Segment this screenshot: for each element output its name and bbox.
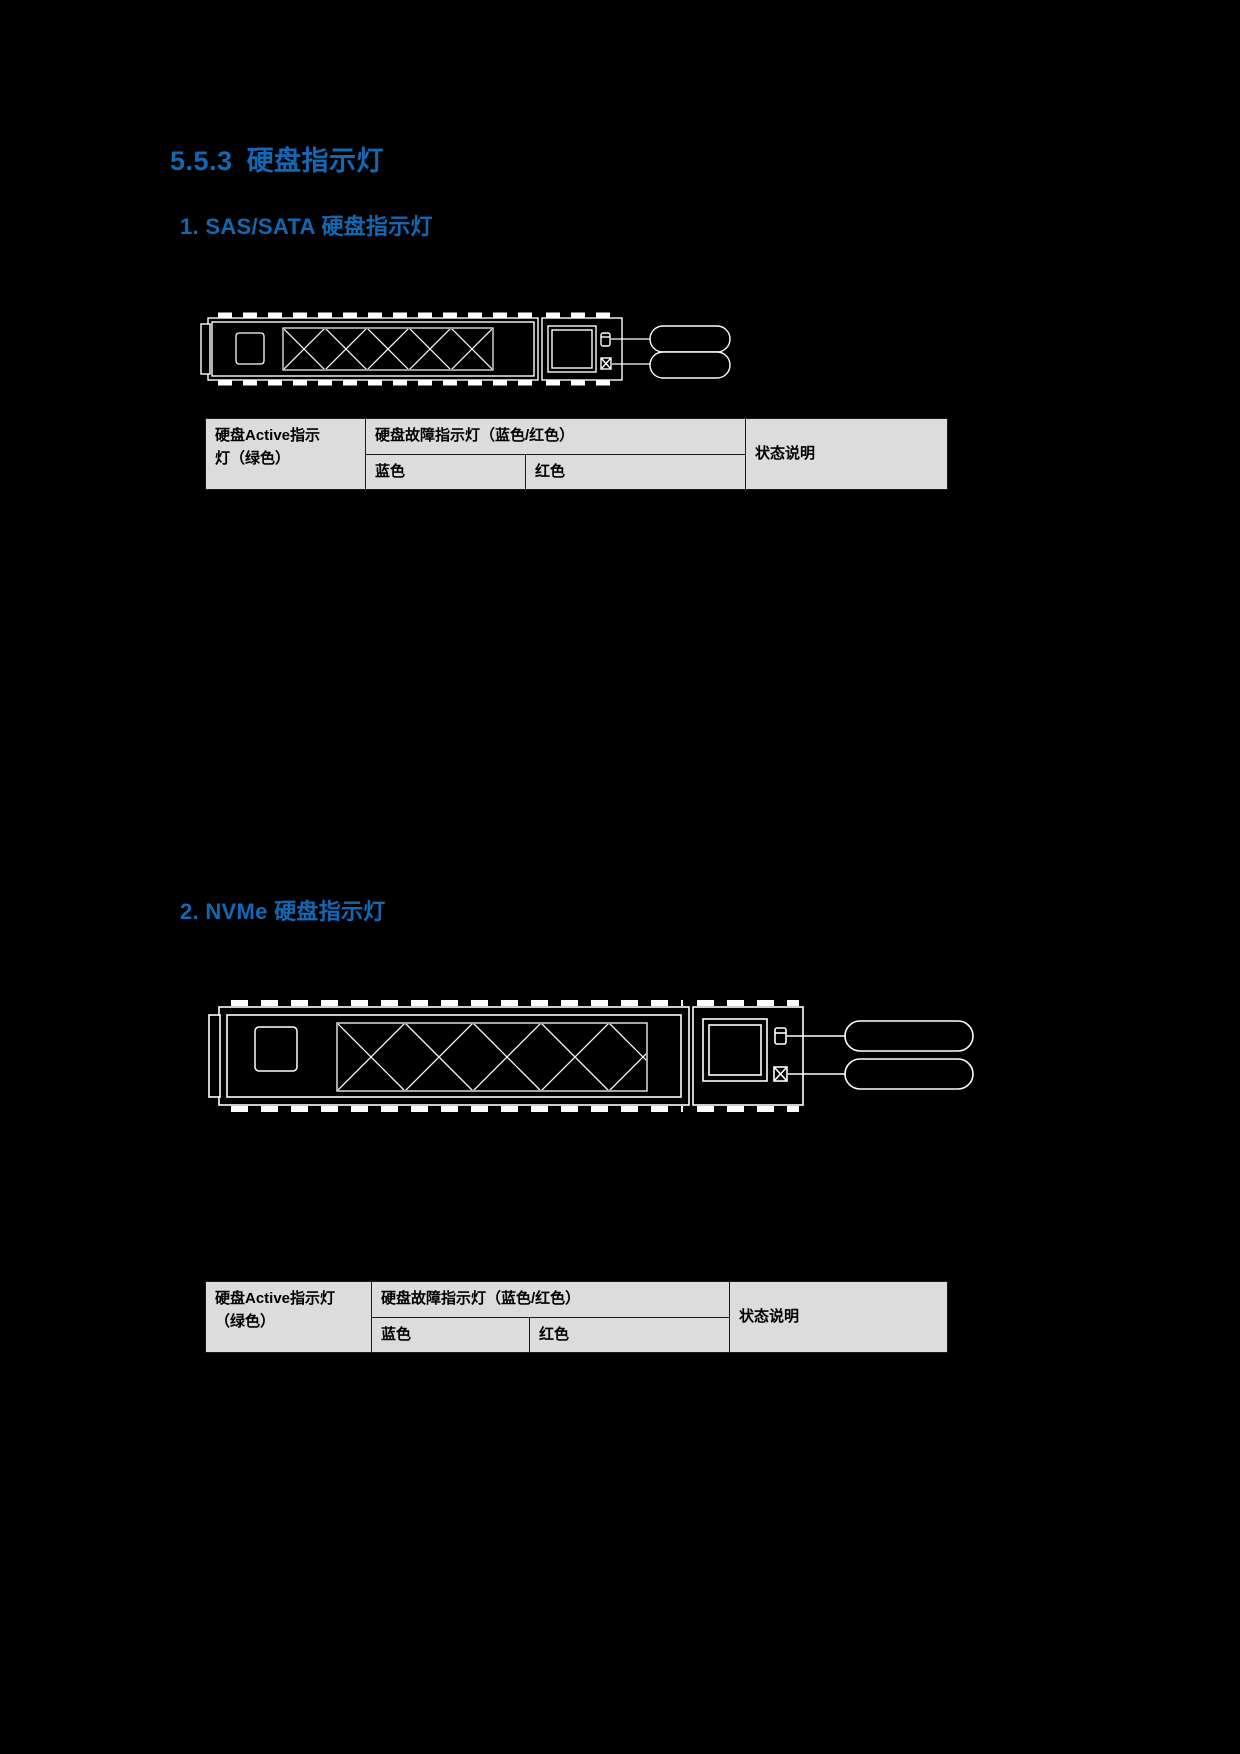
sas-sata-led-status-table: 硬盘Active指示 灯（绿色） 硬盘故障指示灯（蓝色/红色） 状态说明 蓝色 …: [205, 418, 949, 490]
callout-box-active: [844, 1020, 974, 1052]
subsection-heading-sas-sata: 1. SAS/SATA 硬盘指示灯: [180, 214, 433, 239]
section-number: 5.5.3: [170, 146, 233, 176]
drive-active-led-icon: [774, 1027, 787, 1045]
nvme-led-status-table: 硬盘Active指示灯 （绿色） 硬盘故障指示灯（蓝色/红色） 状态说明 蓝色 …: [205, 1281, 949, 1353]
col-subheader-red: 红色: [524, 453, 747, 490]
col-subheader-blue: 蓝色: [371, 1316, 530, 1353]
table-row: 硬盘Active指示 灯（绿色） 硬盘故障指示灯（蓝色/红色） 状态说明: [205, 418, 949, 490]
section-title: 硬盘指示灯: [246, 146, 385, 176]
callout-label-fault-sas: [650, 356, 730, 382]
callout-label-fault-nvme: [845, 1059, 973, 1089]
col-subheader-blue: 蓝色: [365, 453, 526, 490]
drive-fault-led-icon: [600, 357, 612, 370]
drive-fault-led-icon: [773, 1066, 788, 1082]
subsection-heading-nvme: 2. NVMe 硬盘指示灯: [180, 899, 386, 924]
col-header-fault-led: 硬盘故障指示灯（蓝色/红色）: [370, 1281, 731, 1318]
col-subheader-red: 红色: [528, 1316, 731, 1353]
table-row: 蓝色 红色: [206, 1316, 948, 1353]
col-header-status-desc: 状态说明: [745, 418, 949, 490]
callout-label-active-nvme: [845, 1021, 973, 1051]
table-row: 硬盘Active指示灯 （绿色） 硬盘故障指示灯（蓝色/红色） 状态说明: [205, 1281, 949, 1353]
callout-box-fault: [649, 351, 731, 379]
col-header-active-led: 硬盘Active指示灯 （绿色）: [205, 1281, 372, 1353]
drive-active-led-icon: [600, 332, 611, 347]
table-row: 蓝色 红色: [206, 453, 948, 490]
col-header-active-led: 硬盘Active指示 灯（绿色）: [205, 418, 366, 490]
callout-label-active-sas: [650, 330, 730, 356]
callout-box-fault: [844, 1058, 974, 1090]
sas-sata-drive-tray-diagram: [198, 300, 758, 400]
col-header-status-desc: 状态说明: [729, 1281, 949, 1353]
col-header-fault-led: 硬盘故障指示灯（蓝色/红色）: [364, 418, 747, 455]
page-title: 5.5.3 硬盘指示灯: [170, 139, 384, 178]
nvme-drive-tray-diagram: [205, 985, 995, 1125]
